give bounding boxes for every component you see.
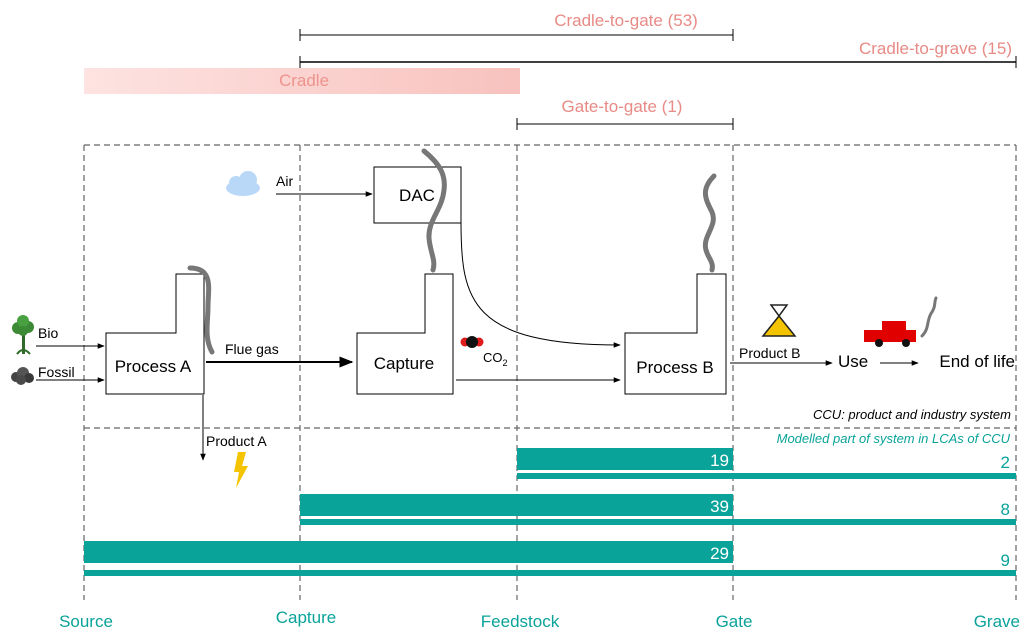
bar-gate-2 xyxy=(300,494,733,516)
stage-grid xyxy=(83,144,1017,600)
scope-gate-to-gate-label: Gate-to-gate (1) xyxy=(562,97,683,116)
bar-group-2: 39 8 xyxy=(300,494,1016,525)
process-a-smoke-icon xyxy=(187,265,215,355)
scope-cradle-to-gate-label: Cradle-to-gate (53) xyxy=(554,11,698,30)
stage-capture: Capture xyxy=(276,608,336,627)
bar-grave-count-2: 8 xyxy=(1001,500,1010,519)
bar-gate-count-3: 29 xyxy=(710,544,729,563)
co2-label: CO2 xyxy=(483,350,508,368)
bar-gate-count-2: 39 xyxy=(710,497,729,516)
scope-cradle: Cradle xyxy=(84,68,520,94)
dac-to-process-b-arrow xyxy=(460,221,621,348)
process-a-box xyxy=(105,273,205,395)
air-label: Air xyxy=(276,173,293,189)
stage-labels: Source Capture Feedstock Gate Grave xyxy=(59,608,1020,630)
scope-cradle-to-grave-label: Cradle-to-grave (15) xyxy=(859,39,1012,58)
fossil-label: Fossil xyxy=(38,364,75,380)
flask-icon xyxy=(761,304,797,337)
ccu-system-label: CCU: product and industry system xyxy=(813,407,1011,422)
bar-group-1: 19 2 xyxy=(517,448,1016,479)
scope-cradle-to-gate: Cradle-to-gate (53) xyxy=(299,11,734,41)
bar-gate-1 xyxy=(517,448,733,470)
bar-grave-count-1: 2 xyxy=(1001,453,1010,472)
cloud-icon xyxy=(226,171,260,196)
capture-label: Capture xyxy=(374,354,434,373)
bar-group-3: 29 9 xyxy=(84,541,1016,576)
modelled-part-label: Modelled part of system in LCAs of CCU xyxy=(777,431,1011,446)
bar-grave-3 xyxy=(84,570,1016,576)
scope-cradle-label: Cradle xyxy=(279,71,329,90)
process-b-box xyxy=(624,273,727,395)
dac-smoke-icon xyxy=(421,148,447,273)
capture-box xyxy=(356,273,454,395)
stage-gate: Gate xyxy=(716,612,753,630)
dac-box xyxy=(373,166,462,224)
bar-gate-3 xyxy=(84,541,733,563)
bar-gate-count-1: 19 xyxy=(710,451,729,470)
bar-grave-count-3: 9 xyxy=(1001,551,1010,570)
use-label: Use xyxy=(838,352,868,371)
process-b-smoke-icon xyxy=(702,173,717,273)
bar-grave-2 xyxy=(300,519,1016,525)
bio-label: Bio xyxy=(38,325,58,341)
product-b-label: Product B xyxy=(739,345,800,361)
car-icon xyxy=(864,321,916,347)
product-a-label: Product A xyxy=(206,433,267,449)
stage-grave: Grave xyxy=(974,612,1020,630)
process-a-label: Process A xyxy=(115,357,192,376)
scope-cradle-to-grave: Cradle-to-grave (15) xyxy=(299,39,1017,68)
process-b-label: Process B xyxy=(636,358,713,377)
stage-feedstock: Feedstock xyxy=(481,612,560,630)
stage-source: Source xyxy=(59,612,113,630)
dac-label: DAC xyxy=(399,186,435,205)
coal-icon xyxy=(11,367,34,385)
tree-icon xyxy=(12,315,34,355)
end-of-life-label: End of life xyxy=(939,352,1015,371)
lightning-icon xyxy=(234,452,248,488)
cradle-gradient-bar xyxy=(84,68,520,94)
bar-grave-1 xyxy=(517,473,1016,479)
flue-gas-label: Flue gas xyxy=(225,341,279,357)
co2-molecule-icon xyxy=(460,336,484,348)
scope-gate-to-gate: Gate-to-gate (1) xyxy=(516,97,734,130)
car-smoke-icon xyxy=(920,296,938,338)
